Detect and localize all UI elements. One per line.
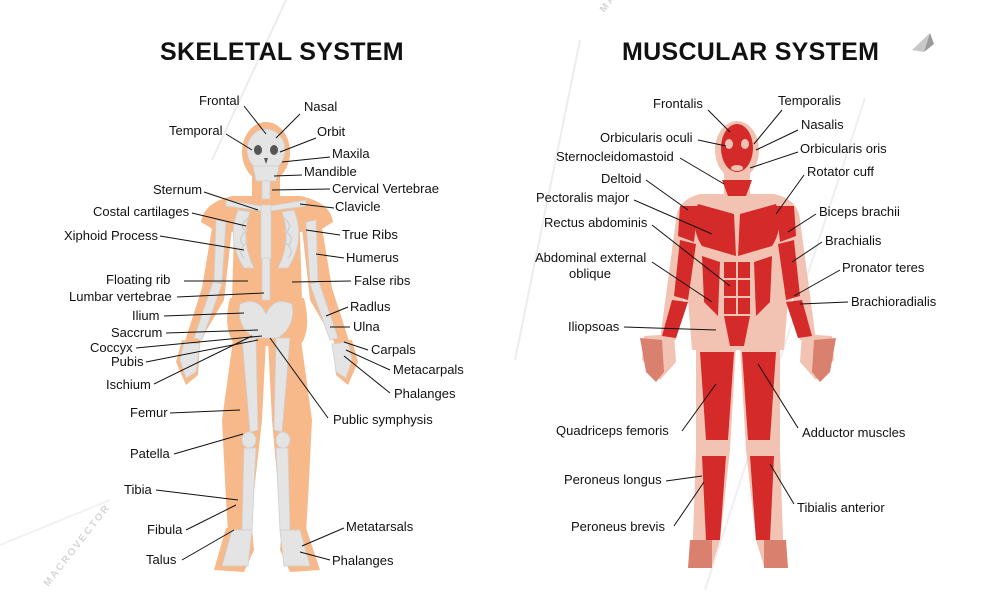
label-clavicle: Clavicle xyxy=(335,199,381,214)
label-peroneus-longus: Peroneus longus xyxy=(564,472,662,487)
label-orbit: Orbit xyxy=(317,124,346,139)
muscular-leader-lines xyxy=(623,109,849,527)
label-true-ribs: True Ribs xyxy=(342,227,398,242)
label-brachialis: Brachialis xyxy=(825,233,882,248)
skull-features xyxy=(254,145,278,164)
label-carpals: Carpals xyxy=(371,342,416,357)
label-brachioradialis: Brachioradialis xyxy=(851,294,937,309)
hands-feet xyxy=(640,338,836,568)
label-pectoralis-major: Pectoralis major xyxy=(536,190,630,205)
page-curl-icon xyxy=(912,33,934,52)
label-deltoid: Deltoid xyxy=(601,171,642,186)
label-frontal: Frontal xyxy=(199,93,240,108)
label-ilium: Ilium xyxy=(132,308,160,323)
label-sternum: Sternum xyxy=(153,182,203,197)
label-talus: Talus xyxy=(146,552,177,567)
label-lumbar-vertebrae: Lumbar vertebrae xyxy=(69,289,172,304)
label-metatarsals: Metatarsals xyxy=(346,519,414,534)
label-femur: Femur xyxy=(130,405,168,420)
label-xiphoid-process: Xiphoid Process xyxy=(64,228,158,243)
label-maxila: Maxila xyxy=(332,146,370,161)
label-patella: Patella xyxy=(130,446,170,461)
label-orbicularis-oculi: Orbicularis oculi xyxy=(600,130,693,145)
label-nasalis: Nasalis xyxy=(801,117,844,132)
label-ischium: Ischium xyxy=(106,377,151,392)
label-fibula: Fibula xyxy=(147,522,183,537)
label-humerus: Humerus xyxy=(346,250,399,265)
label-costal-cartilages: Costal cartilages xyxy=(93,204,190,219)
label-radius: Radlus xyxy=(350,299,391,314)
label-mandible: Mandible xyxy=(304,164,357,179)
label-frontalis: Frontalis xyxy=(653,96,703,111)
skeletal-title: SKELETAL SYSTEM xyxy=(160,38,404,66)
label-rotator-cuff: Rotator cuff xyxy=(807,164,874,179)
label-false-ribs: False ribs xyxy=(354,273,411,288)
label-temporalis: Temporalis xyxy=(778,93,841,108)
muscular-title: MUSCULAR SYSTEM xyxy=(622,38,880,66)
label-tibia: Tibia xyxy=(124,482,152,497)
deco-line xyxy=(704,97,866,591)
skeletal-leader-lines xyxy=(135,105,391,561)
label-rectus-abdominis: Rectus abdominis xyxy=(544,215,648,230)
face-features xyxy=(725,139,749,171)
label-peroneus-brevis: Peroneus brevis xyxy=(571,519,665,534)
label-phalanges-hand: Phalanges xyxy=(394,386,456,401)
label-saccrum: Saccrum xyxy=(111,325,163,340)
bones xyxy=(179,128,353,567)
label-pronator-teres: Pronator teres xyxy=(842,260,925,275)
skeleton-figure xyxy=(176,122,358,572)
deco-line xyxy=(0,499,111,546)
label-public-symphysis: Public symphysis xyxy=(333,412,433,427)
label-nasal: Nasal xyxy=(304,99,338,114)
label-iliopsoas: Iliopsoas xyxy=(568,319,620,334)
label-oblique: oblique xyxy=(569,266,611,281)
label-abdominal-external-oblique: Abdominal external xyxy=(535,250,647,265)
label-coccyx: Coccyx xyxy=(90,340,133,355)
label-metacarpals: Metacarpals xyxy=(393,362,464,377)
label-cervical-vertebrae: Cervical Vertebrae xyxy=(332,181,439,196)
deco-line xyxy=(514,39,581,361)
label-orbicularis-oris: Orbicularis oris xyxy=(800,141,887,156)
label-ulna: Ulna xyxy=(353,319,380,334)
label-adductor-muscles: Adductor muscles xyxy=(802,425,906,440)
label-quadriceps-femoris: Quadriceps femoris xyxy=(556,423,669,438)
label-phalanges-foot: Phalanges xyxy=(332,553,394,568)
label-biceps-brachii: Biceps brachii xyxy=(819,204,900,219)
label-sternocleidomastoid: Sternocleidomastoid xyxy=(556,149,674,164)
label-tibialis-anterior: Tibialis anterior xyxy=(797,500,885,515)
deco-line xyxy=(211,0,287,161)
label-floating-rib: Floating rib xyxy=(106,272,171,287)
label-pubis: Pubis xyxy=(111,354,144,369)
label-temporal: Temporal xyxy=(169,123,223,138)
